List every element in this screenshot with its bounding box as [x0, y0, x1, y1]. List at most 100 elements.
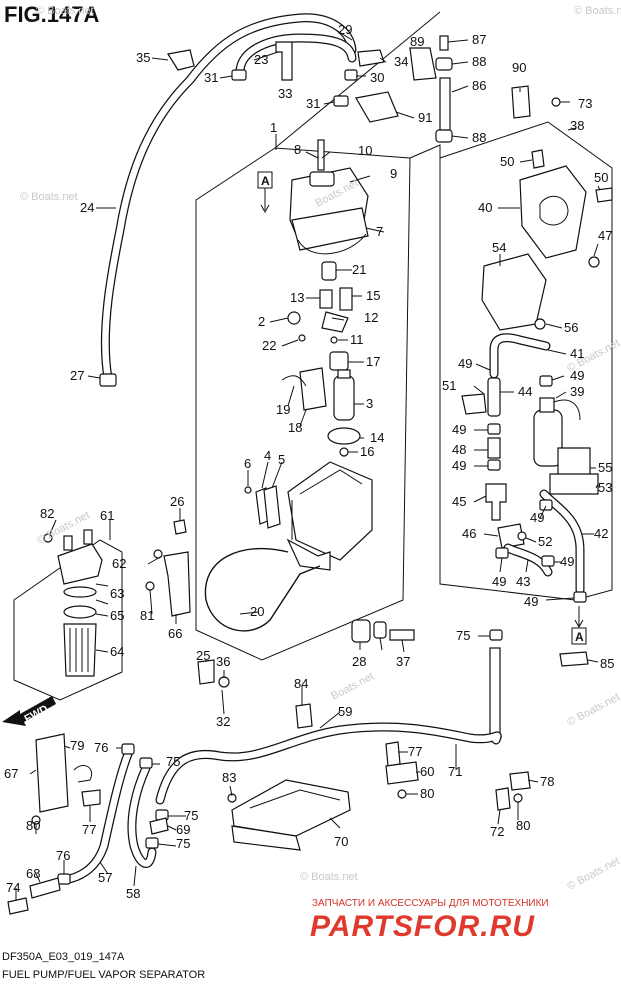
bracket-72 [495, 787, 511, 811]
callout: 43 [516, 574, 530, 589]
svg-text:© Boats.net: © Boats.net [574, 5, 621, 17]
oring-2 [287, 311, 301, 325]
callout: 78 [540, 774, 554, 789]
svg-text:© Boats.net: © Boats.net [565, 691, 621, 729]
callout: 32 [216, 714, 230, 729]
clip-26-small [173, 519, 187, 535]
callout: 59 [338, 704, 352, 719]
callout: 64 [110, 644, 124, 659]
grommet-28 [351, 619, 371, 643]
bracket-66 [163, 551, 191, 617]
callout: 84 [294, 676, 308, 691]
callout: 50 [594, 170, 608, 185]
screw-6 [244, 486, 252, 494]
bracket-89 [409, 47, 437, 81]
filter-head-62 [57, 529, 103, 585]
element-65 [63, 605, 97, 619]
callout: 40 [478, 200, 492, 215]
callout-numbers: 1 2 3 4 5 6 7 8 9 10 11 12 13 14 15 16 1… [4, 22, 614, 901]
bracket-54 [481, 253, 547, 331]
callout: 73 [578, 96, 592, 111]
callout: 13 [290, 290, 304, 305]
group-frame-pump [439, 121, 613, 601]
svg-text:Boats.net: Boats.net [329, 670, 376, 702]
valve-34 [357, 49, 385, 67]
leader-separator-top [274, 11, 441, 149]
bolt-56 [534, 318, 546, 330]
callout: 57 [98, 870, 112, 885]
bracket-60 [385, 761, 419, 785]
needle-valve-13-15 [319, 287, 353, 333]
callout: 77 [82, 822, 96, 837]
callout: 71 [448, 764, 462, 779]
callout: 5 [278, 452, 285, 467]
callout: 25 [196, 648, 210, 663]
callout: 1 [270, 120, 277, 135]
fitting-68 [29, 877, 61, 899]
callout: 48 [452, 442, 466, 457]
callout: 27 [70, 368, 84, 383]
callout: 72 [490, 824, 504, 839]
clip-77-left [81, 789, 101, 807]
callout: 62 [112, 556, 126, 571]
clamp-49-f [539, 499, 553, 511]
callout: 35 [136, 50, 150, 65]
callout: 80 [26, 818, 40, 833]
callout: 61 [100, 508, 114, 523]
callout: 49 [492, 574, 506, 589]
callout: 70 [334, 834, 348, 849]
svg-text:A: A [575, 630, 584, 644]
callout: 15 [366, 288, 380, 303]
callout: 49 [560, 554, 574, 569]
callout: 52 [538, 534, 552, 549]
footer-caption: FUEL PUMP/FUEL VAPOR SEPARATOR [2, 969, 205, 981]
clamp-49-39 [539, 375, 553, 387]
clamp-76-bottom [57, 873, 71, 885]
fitting-69 [149, 817, 169, 835]
pipe-vertical-71 [489, 647, 501, 739]
bracket-90 [511, 85, 531, 119]
callout: 89 [410, 34, 424, 49]
callout: 74 [6, 880, 20, 895]
callout: 76 [56, 848, 70, 863]
callout: 88 [472, 54, 486, 69]
svg-text:A: A [261, 174, 270, 188]
clip-16 [339, 447, 349, 457]
screw-22 [298, 334, 306, 342]
clamp-75-left-top [139, 757, 153, 769]
callout: 20 [250, 604, 264, 619]
hose-58 [127, 763, 157, 868]
svg-text:© Boats.net: © Boats.net [300, 871, 358, 883]
callout: 44 [518, 384, 532, 399]
callout: 30 [370, 70, 384, 85]
callout: 29 [338, 22, 352, 37]
bracket-40 [519, 165, 587, 259]
manifold-70 [231, 779, 351, 851]
bolt-81 [145, 581, 155, 591]
filter-cup-64 [63, 623, 97, 677]
callout: 83 [222, 770, 236, 785]
callout: 49 [452, 422, 466, 437]
callout: 4 [264, 448, 271, 463]
callout: 14 [370, 430, 384, 445]
leader-separator-right [409, 144, 441, 159]
grommet-26 [373, 621, 387, 639]
fitting-stack-86 [435, 35, 453, 143]
clip-50a [531, 149, 545, 169]
callout: 50 [500, 154, 514, 169]
ref-box-a-bottom: A [571, 606, 587, 645]
callout: 18 [288, 420, 302, 435]
hose-24 [99, 13, 357, 387]
hose-20 [204, 547, 321, 632]
clamp-49-d [541, 555, 555, 567]
hose-43 [503, 543, 553, 577]
hose-57 [59, 749, 133, 885]
bolt-80-right [513, 793, 523, 803]
fuel-pump-3 [333, 369, 355, 421]
callout: 37 [396, 654, 410, 669]
bolt-37 [389, 629, 415, 641]
callout: 9 [390, 166, 397, 181]
footer-code: DF350A_E03_019_147A [2, 951, 125, 963]
callout: 58 [126, 886, 140, 901]
